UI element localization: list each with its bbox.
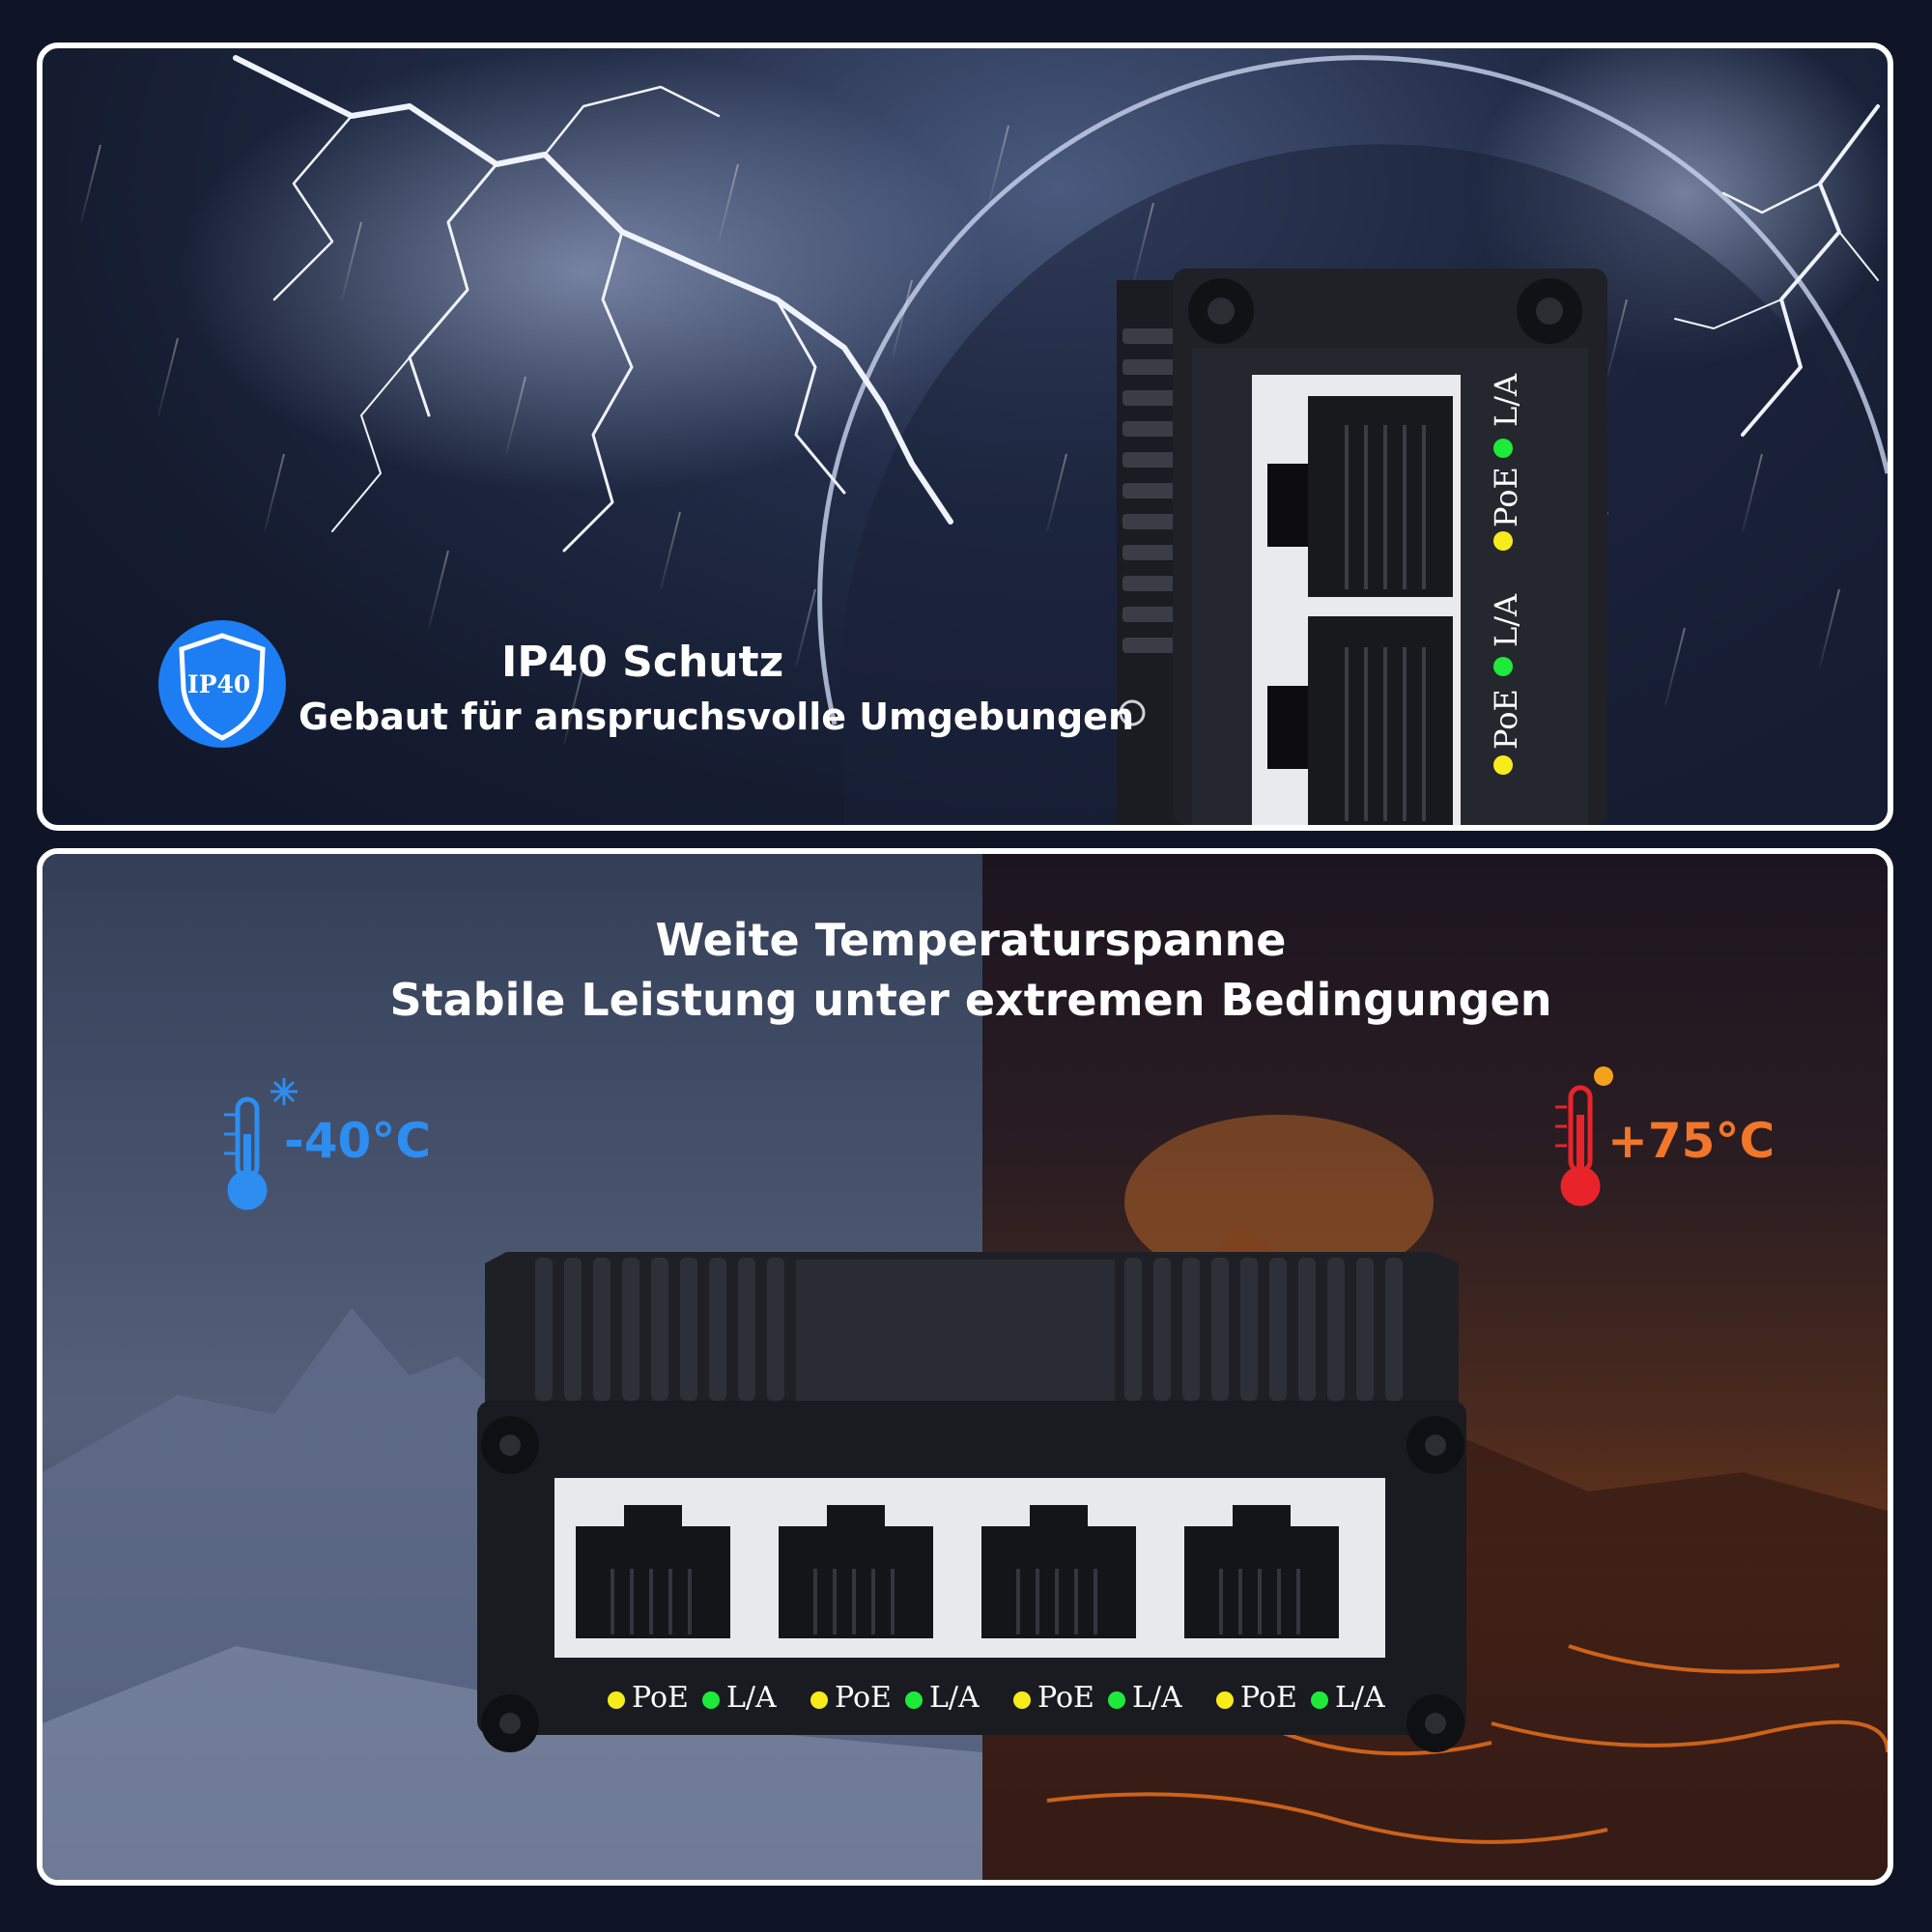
ethernet-port-1 xyxy=(576,1505,730,1638)
ip40-panel: L/A PoE L/A PoE IP40 IP40 Schutz Gebaut … xyxy=(37,43,1893,831)
ethernet-port-2 xyxy=(779,1505,933,1638)
planet-horizon xyxy=(817,55,1888,725)
temperature-title: Weite Temperaturspanne xyxy=(655,914,1287,966)
brand-logo xyxy=(1119,699,1146,726)
ethernet-port-3 xyxy=(981,1505,1136,1638)
thermometer-cold-icon xyxy=(224,1096,268,1210)
ip40-subtitle: Gebaut für anspruchsvolle Umgebungen xyxy=(298,696,1135,738)
status-leds xyxy=(608,1691,1328,1709)
port4-la-label: L/A xyxy=(1335,1681,1385,1715)
side-label-poe-2: PoE xyxy=(1488,689,1524,750)
temperature-subtitle: Stabile Leistung unter extremen Bedingun… xyxy=(389,974,1552,1026)
hot-temperature: +75°C xyxy=(1607,1113,1776,1169)
port4-poe-label: PoE xyxy=(1240,1681,1297,1715)
sun-icon xyxy=(1594,1066,1613,1086)
ethernet-port-4 xyxy=(1184,1505,1339,1638)
storm-scene xyxy=(80,48,1888,825)
port3-poe-label: PoE xyxy=(1037,1681,1094,1715)
side-label-la-1: L/A xyxy=(1488,373,1524,427)
port2-poe-label: PoE xyxy=(835,1681,892,1715)
lightning-glow xyxy=(178,48,989,493)
led-yellow-1 xyxy=(1493,531,1513,551)
lightning-bolts xyxy=(233,55,1880,553)
port2-la-label: L/A xyxy=(929,1681,980,1715)
temperature-panel: PoE L/A PoE L/A PoE L/A PoE L/A Weite Te… xyxy=(37,848,1893,1886)
side-label-poe-1: PoE xyxy=(1488,467,1524,527)
ethernet-ports xyxy=(576,1505,1339,1638)
port3-la-label: L/A xyxy=(1132,1681,1182,1715)
switch-side-view xyxy=(1117,269,1607,825)
port1-la-label: L/A xyxy=(726,1681,777,1715)
ip40-badge-label: IP40 xyxy=(187,670,251,698)
ip40-title: IP40 Schutz xyxy=(501,638,784,687)
switch-front-view xyxy=(477,1252,1466,1752)
led-green-2 xyxy=(1493,657,1513,676)
led-yellow-2 xyxy=(1493,755,1513,775)
led-green-1 xyxy=(1493,439,1513,458)
side-label-la-2: L/A xyxy=(1488,593,1524,647)
snowflake-icon xyxy=(270,1078,298,1105)
temperature-scene xyxy=(43,1066,1888,1880)
cold-temperature: -40°C xyxy=(284,1113,432,1169)
port1-poe-label: PoE xyxy=(632,1681,689,1715)
thermometer-hot-icon xyxy=(1555,1085,1601,1207)
